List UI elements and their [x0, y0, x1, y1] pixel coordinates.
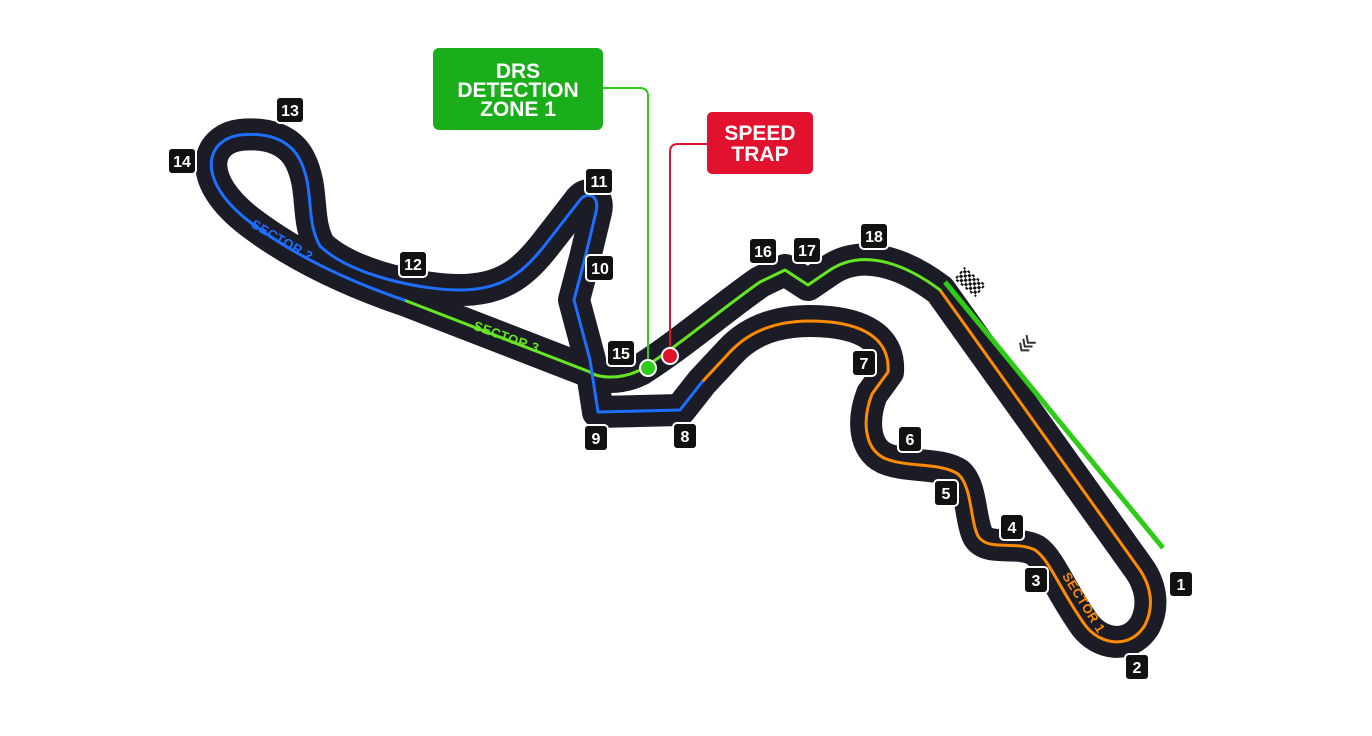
corner-marker-4: 4: [999, 513, 1025, 541]
corner-box: [672, 422, 698, 450]
direction-chevron-icon: [1019, 334, 1036, 352]
corner-marker-6: 6: [897, 425, 923, 453]
speed-trap-box: [707, 112, 813, 174]
corner-box: [167, 147, 197, 175]
corner-marker-14: 14: [167, 147, 197, 175]
speed-trap-leader: [669, 143, 708, 356]
corner-marker-8: 8: [672, 422, 698, 450]
corner-marker-7: 7: [851, 349, 877, 377]
corner-number: 11: [591, 174, 608, 191]
corner-number: 6: [906, 432, 915, 449]
corner-marker-13: 13: [275, 96, 305, 124]
corner-box: [933, 479, 959, 507]
corner-number: 14: [173, 154, 191, 171]
corner-marker-2: 2: [1124, 653, 1150, 681]
drs-zone-line: [943, 280, 1165, 550]
speed-trap-point: [661, 347, 679, 365]
drs-callout-box: [433, 48, 603, 130]
corner-number: 15: [612, 346, 630, 363]
corner-box: [583, 424, 609, 452]
corner-number: 5: [942, 486, 951, 503]
corner-number: 16: [754, 244, 772, 261]
corner-number: 1: [1177, 577, 1186, 594]
corner-box: [792, 236, 822, 264]
corner-number: 18: [865, 229, 883, 246]
corner-number: 4: [1008, 520, 1017, 537]
drs-callout-line-3: ZONE 1: [480, 98, 556, 121]
corner-box: [1023, 566, 1049, 594]
corner-marker-3: 3: [1023, 566, 1049, 594]
corner-marker-1: 1: [1168, 570, 1194, 598]
corner-marker-12: 12: [398, 250, 428, 278]
drs-callout-line-2: DETECTION: [457, 79, 578, 102]
corner-box: [606, 339, 636, 367]
corner-marker-17: 17: [792, 236, 822, 264]
drs-callout-leader: [602, 87, 649, 368]
corner-box: [999, 513, 1025, 541]
corner-marker-16: 16: [748, 237, 778, 265]
corner-number: 9: [592, 431, 601, 448]
drs-detection-point: [639, 359, 657, 377]
corner-box: [897, 425, 923, 453]
corner-marker-18: 18: [859, 222, 889, 250]
corner-number: 10: [591, 261, 609, 278]
corner-number: 8: [681, 429, 690, 446]
sector-2-line: [209, 132, 704, 414]
corner-marker-11: 11: [584, 167, 614, 195]
corner-number: 7: [860, 356, 869, 373]
speed-trap-line-2: TRAP: [731, 143, 788, 166]
speed-trap-line-1: SPEED: [724, 122, 795, 145]
sector-1-line: [700, 288, 1152, 644]
corner-marker-9: 9: [583, 424, 609, 452]
corner-number: 13: [281, 103, 299, 120]
corner-marker-10: 10: [585, 254, 615, 282]
corner-box: [584, 167, 614, 195]
corner-box: [859, 222, 889, 250]
corner-number: 3: [1032, 573, 1041, 590]
corner-box: [1168, 570, 1194, 598]
corner-number: 17: [798, 243, 816, 260]
corner-box: [275, 96, 305, 124]
corner-box: [398, 250, 428, 278]
corner-box: [748, 237, 778, 265]
sector-3-line: [402, 258, 942, 379]
corner-box: [1124, 653, 1150, 681]
checkered-flag-icon: [954, 266, 986, 298]
corner-box: [851, 349, 877, 377]
corner-marker-5: 5: [933, 479, 959, 507]
corner-number: 12: [404, 257, 422, 274]
drs-callout-line-1: DRS: [496, 60, 540, 83]
corner-box: [585, 254, 615, 282]
corner-number: 2: [1133, 660, 1142, 677]
corner-marker-15: 15: [606, 339, 636, 367]
